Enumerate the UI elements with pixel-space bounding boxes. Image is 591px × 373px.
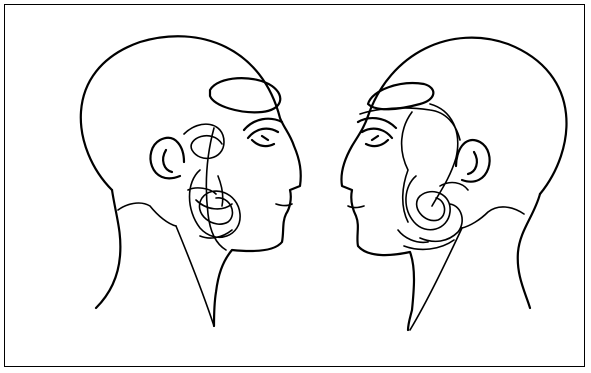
throat-left: [176, 226, 214, 326]
shoulder-right: [462, 207, 524, 228]
ear-right: [456, 140, 490, 182]
head-outline-right: [341, 38, 566, 330]
ear-left: [150, 138, 184, 178]
nerve-tangle-left: [184, 124, 240, 250]
neck-back-right: [518, 194, 540, 308]
head-facing-left: [341, 38, 566, 330]
nerve-tangle-right: [398, 104, 468, 249]
eye-left: [248, 129, 278, 146]
head-facing-right: [81, 36, 301, 326]
eye-right: [362, 129, 392, 146]
neck-back-left: [96, 190, 120, 308]
shoulder-left: [118, 203, 176, 226]
throat-right: [410, 228, 462, 330]
scalp-loop-left: [210, 78, 280, 112]
mouth-left: [276, 204, 292, 206]
mouth-right: [348, 206, 364, 208]
